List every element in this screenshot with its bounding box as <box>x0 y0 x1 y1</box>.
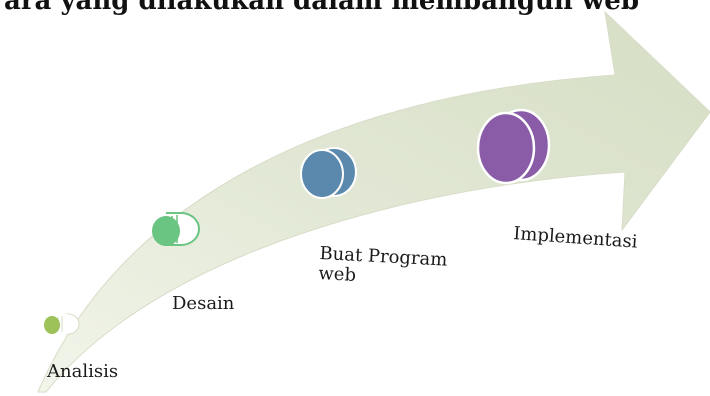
blue-cylinder-icon <box>300 147 357 199</box>
process-arrow <box>37 10 710 393</box>
green-cylinder-icon <box>152 212 200 246</box>
diagram-title: ara yang dilakukan dalam membangun web <box>4 0 639 16</box>
step-label-analisis: Analisis <box>47 361 119 382</box>
small-cylinder-icon <box>44 313 80 335</box>
step-label-buat-program: Buat Program web <box>318 243 448 291</box>
purple-cylinder-icon <box>476 108 551 185</box>
step-label-desain: Desain <box>172 293 235 314</box>
